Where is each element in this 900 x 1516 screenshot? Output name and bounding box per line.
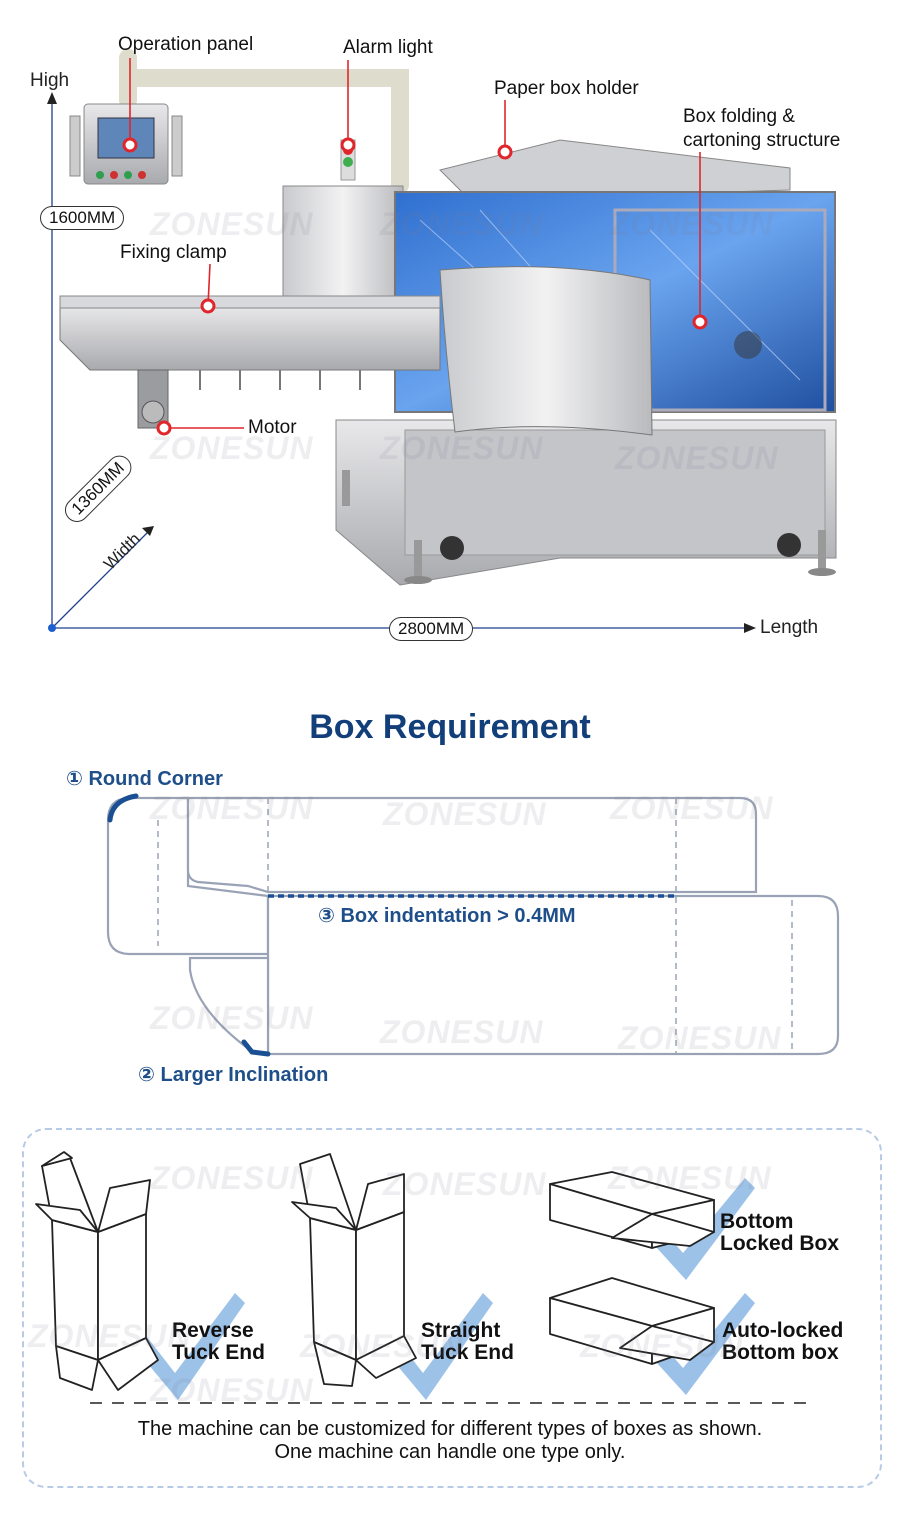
box-types-panel xyxy=(22,1128,882,1488)
length-axis-label: Length xyxy=(760,617,819,638)
machine-diagram: Operation panel Alarm light Paper box ho… xyxy=(0,0,900,660)
box-folding-label: Box folding & xyxy=(683,106,795,127)
paper-box-holder-label: Paper box holder xyxy=(494,78,639,99)
box-requirement-title: Box Requirement xyxy=(309,708,591,746)
box-indentation-label: ③ Box indentation > 0.4MM xyxy=(318,905,576,927)
fixing-clamp-label: Fixing clamp xyxy=(120,242,227,263)
operation-panel-label: Operation panel xyxy=(118,34,254,55)
box-die-line-diagram xyxy=(106,793,840,1057)
cartoning-structure-label: cartoning structure xyxy=(683,130,841,151)
straight-tuck-label-1: Straight xyxy=(421,1319,501,1342)
customization-note-line2: One machine can handle one type only. xyxy=(274,1441,626,1463)
motor-label: Motor xyxy=(248,417,297,438)
customization-note-line1: The machine can be customized for differ… xyxy=(137,1418,763,1440)
straight-tuck-label-2: Tuck End xyxy=(421,1341,514,1364)
reverse-tuck-label-2: Tuck End xyxy=(172,1341,265,1364)
machine-illustration xyxy=(47,49,837,633)
box-types-illustrations xyxy=(35,1151,815,1404)
round-corner-label: ① Round Corner xyxy=(66,768,223,790)
auto-locked-label-1: Auto-locked xyxy=(722,1319,844,1342)
auto-locked-label-2: Bottom box xyxy=(722,1341,839,1364)
reverse-tuck-label-1: Reverse xyxy=(172,1319,254,1342)
bottom-locked-label-1: Bottom xyxy=(720,1210,794,1233)
high-axis-label: High xyxy=(30,70,70,91)
height-dimension: 1600MM xyxy=(40,206,125,230)
alarm-light-label: Alarm light xyxy=(343,37,433,58)
bottom-locked-label-2: Locked Box xyxy=(720,1232,840,1255)
length-dimension: 2800MM xyxy=(389,617,474,641)
larger-inclination-label: ② Larger Inclination xyxy=(138,1064,329,1086)
